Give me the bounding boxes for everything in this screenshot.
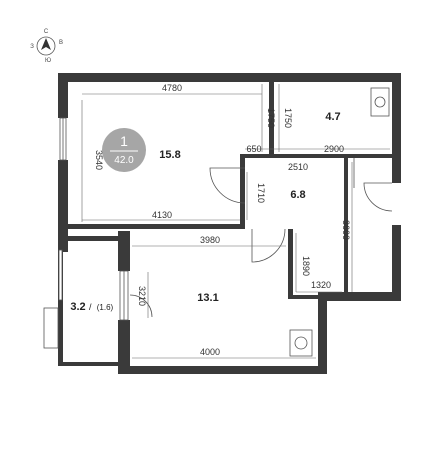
wall-top [58,73,401,82]
compass-west: З [30,44,34,50]
walls [58,73,401,374]
wall-step [318,292,401,301]
wall-hall-bottom [288,295,348,299]
wall-balcony-bottom [58,362,130,366]
sink-icon [289,329,313,357]
wall-balcony-top [58,236,130,241]
dim-4000: 4000 [200,347,220,357]
wall-balcony-left [58,236,63,366]
wall-closet [344,158,348,299]
door-balcony [129,294,153,318]
door-living [209,167,246,204]
area-bath: 4.7 [325,111,340,123]
room-areas: 15.8 4.7 6.8 13.1 3.2 / (1.6) [70,111,340,313]
wall-kitchen-left-lower [118,320,130,374]
compass-arrow-icon [41,38,51,50]
area-balcony: 3.2 [70,301,85,313]
balcony-door-leaf [43,307,59,349]
balcony-slash: / [89,302,92,312]
windows [58,117,129,321]
dim-3210: 3210 [137,286,147,306]
wall-right-lower [392,225,401,300]
dim-4130: 4130 [152,210,172,220]
dim-3600: 3600 [341,220,351,240]
apartment-badge: 1 42.0 [102,128,146,172]
window-balcony [58,249,63,301]
compass-east: В [59,40,63,46]
wall-hall-left [240,154,245,226]
fixtures [289,87,390,357]
door-kitchen [251,228,286,263]
wall-living-bottom [68,224,245,229]
dim-1320: 1320 [311,280,331,290]
wall-kitchen-right [318,292,327,374]
wall-bottom [118,366,327,374]
wall-left-mid [58,160,68,252]
compass-south: Ю [45,58,51,64]
wall-living-bath [269,80,274,156]
doors [43,158,393,349]
dim-3980: 3980 [200,235,220,245]
dimension-labels: 4780 3540 1750 1750 650 2510 2900 1710 4… [94,83,351,357]
dim-1890: 1890 [301,256,311,276]
dim-4780: 4780 [162,83,182,93]
wall-right-upper [392,73,401,183]
dim-1710: 1710 [256,183,266,203]
compass: С З В Ю [30,29,63,64]
area-kitchen: 13.1 [197,292,218,304]
wall-left-upper [58,73,68,118]
total-area: 42.0 [114,155,134,166]
area-living: 15.8 [159,149,180,161]
washbasin-icon [370,87,390,117]
dim-3540: 3540 [94,150,104,170]
dim-650: 650 [246,144,261,154]
compass-ring [36,36,56,56]
wall-bath-bottom [240,154,393,158]
door-entrance [363,182,393,212]
compass-north: С [44,29,49,35]
room-count: 1 [120,133,128,149]
dimension-lines [81,84,390,359]
dim-2900: 2900 [324,144,344,154]
dim-1750-living: 1750 [266,108,276,128]
dim-2510: 2510 [288,162,308,172]
wall-hall-inner [288,229,293,297]
area-balcony-reduced: (1.6) [97,303,114,312]
dim-1750-bath: 1750 [283,108,293,128]
badge-circle [102,128,146,172]
area-hall: 6.8 [290,189,305,201]
